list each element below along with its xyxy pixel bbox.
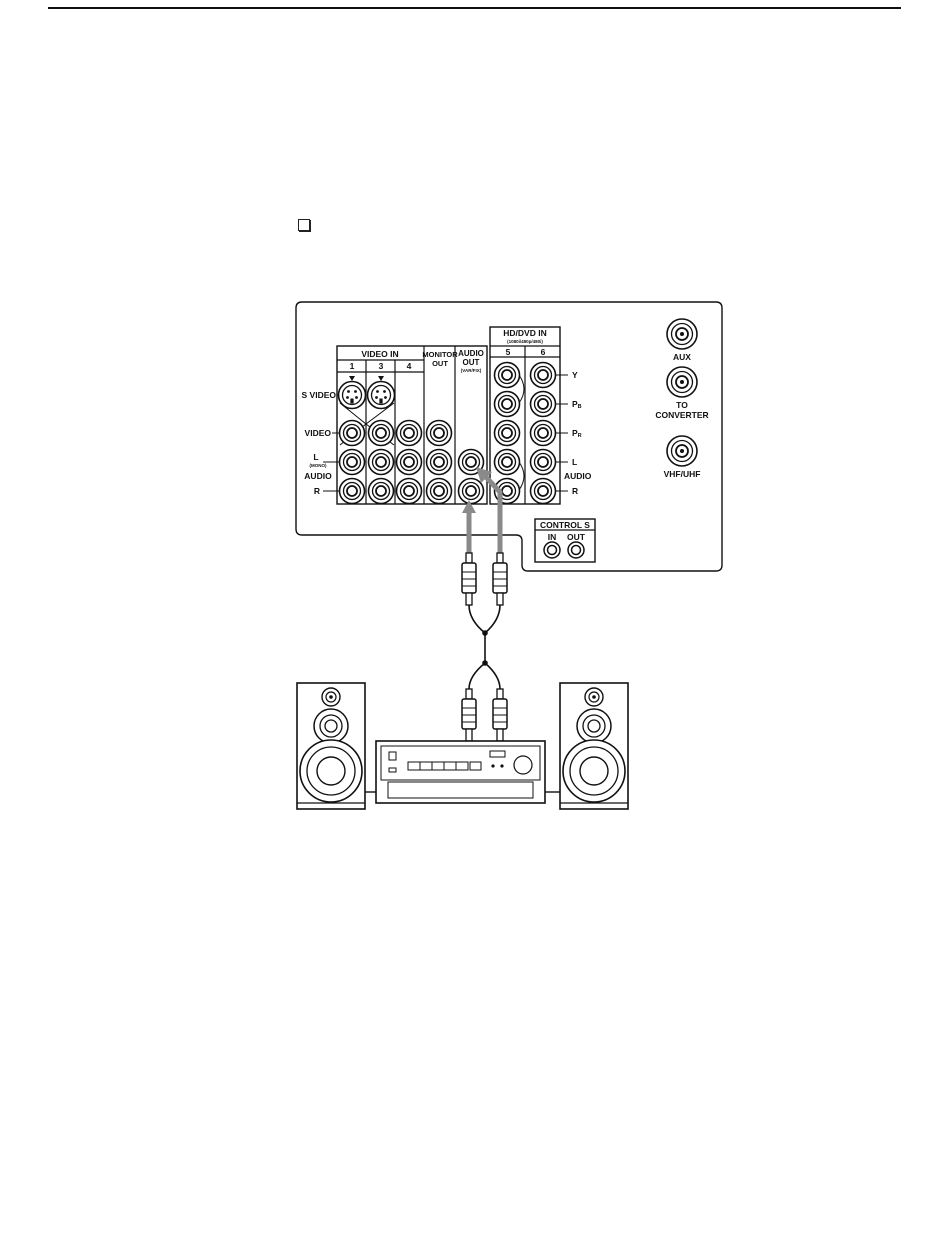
component-jack: [531, 479, 556, 504]
right-row-label: R: [314, 486, 320, 496]
control-s-title: CONTROL S: [540, 520, 590, 530]
y-cable: [469, 605, 500, 689]
rca-jack: [369, 450, 394, 475]
rca-jack: [397, 450, 422, 475]
rca-jack: [369, 421, 394, 446]
component-jack: [531, 450, 556, 475]
left-row-label: L: [313, 452, 318, 462]
control-s-in-jack: [544, 542, 560, 558]
component-jack: [531, 363, 556, 388]
component-jack: [495, 421, 520, 446]
component-jack: [531, 421, 556, 446]
hd-dvd-in-subheader: (1080i/480p/480i): [507, 339, 543, 344]
component-jack: [531, 392, 556, 417]
component-jack: [495, 392, 520, 417]
aux-jack: [667, 319, 697, 349]
vhf-uhf-jack: [667, 436, 697, 466]
y-label: Y: [572, 370, 578, 380]
rca-jack: [397, 421, 422, 446]
to-converter-jack: [667, 367, 697, 397]
mono-label: (MONO): [310, 463, 327, 468]
pr-sub-label: R: [578, 433, 582, 439]
rca-jack: [427, 450, 452, 475]
audio-out-label-line1: AUDIO: [458, 349, 484, 358]
to-converter-label-line1: TO: [676, 400, 688, 410]
rca-jack: [340, 421, 365, 446]
audio-out-label-line3: (VAR/FIX): [461, 368, 482, 373]
monitor-out-label-line2: OUT: [432, 359, 448, 368]
vhf-uhf-label: VHF/UHF: [664, 469, 701, 479]
hd-dvd-input-6: 6: [541, 347, 546, 357]
component-jack: [495, 363, 520, 388]
rca-jack: [427, 421, 452, 446]
rca-plug-right: [493, 553, 507, 605]
video-in-input-1: 1: [350, 361, 355, 371]
component-right-label: R: [572, 486, 578, 496]
rca-jack: [427, 479, 452, 504]
control-s-out-jack: [568, 542, 584, 558]
component-audio-label: AUDIO: [564, 471, 592, 481]
audio-out-right-jack: [459, 479, 484, 504]
aux-label: AUX: [673, 352, 691, 362]
video-row-label: VIDEO: [305, 428, 332, 438]
rca-jack: [340, 450, 365, 475]
left-speaker-icon: [297, 683, 365, 809]
rca-plug-amp-right: [493, 689, 507, 741]
monitor-out-label-line1: MONITOR: [422, 350, 458, 359]
pb-sub-label: B: [578, 404, 582, 410]
to-converter-label-line2: CONVERTER: [655, 410, 708, 420]
hd-dvd-in-header: HD/DVD IN: [503, 328, 546, 338]
right-speaker-icon: [560, 683, 628, 809]
video-in-input-4: 4: [407, 361, 412, 371]
rca-jack: [340, 479, 365, 504]
rca-jack: [397, 479, 422, 504]
s-video-row-label: S VIDEO: [302, 390, 337, 400]
hd-dvd-input-5: 5: [506, 347, 511, 357]
audio-row-label: AUDIO: [304, 471, 332, 481]
control-s-out-label: OUT: [567, 532, 586, 542]
component-jack: [495, 450, 520, 475]
rca-plug-amp-left: [462, 689, 476, 741]
component-left-label: L: [572, 457, 577, 467]
rca-plug-left: [462, 553, 476, 605]
video-in-input-3: 3: [379, 361, 384, 371]
audio-out-label-line2: OUT: [463, 358, 480, 367]
svideo-jack: [339, 382, 366, 409]
rca-jack: [369, 479, 394, 504]
video-in-header: VIDEO IN: [361, 349, 398, 359]
amplifier-icon: [376, 741, 545, 803]
control-s-in-label: IN: [548, 532, 557, 542]
svideo-jack: [368, 382, 395, 409]
